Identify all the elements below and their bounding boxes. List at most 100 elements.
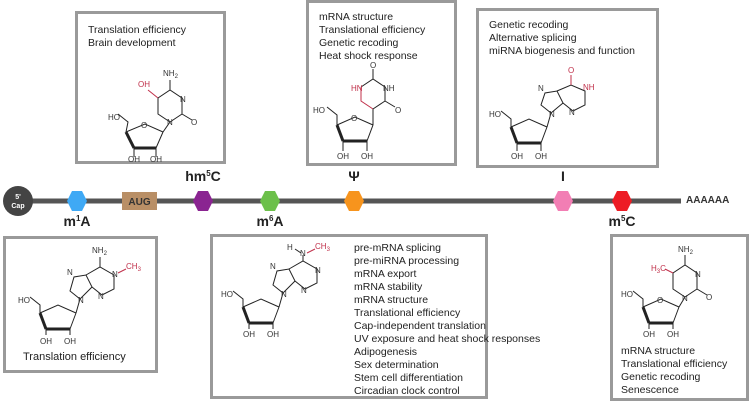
svg-text:OH: OH	[150, 155, 162, 164]
function-item: Circadian clock control	[354, 385, 460, 397]
svg-text:NH2: NH2	[678, 245, 694, 256]
hexagon-inosine	[553, 191, 573, 211]
hexagon-m1A	[67, 191, 87, 211]
svg-text:OH: OH	[643, 330, 655, 339]
start-codon-aug: AUG	[122, 192, 157, 210]
svg-text:OH: OH	[667, 330, 679, 339]
svg-text:N: N	[538, 84, 544, 93]
function-list: Genetic recoding Alternative splicing mi…	[489, 19, 635, 58]
svg-text:N: N	[682, 294, 688, 303]
function-item: UV exposure and heat shock responses	[354, 333, 541, 345]
function-item: Translation efficiency	[88, 24, 187, 36]
svg-text:NH: NH	[383, 84, 395, 93]
svg-text:N: N	[569, 108, 575, 117]
function-list: pre-mRNA splicing pre-miRNA processing m…	[354, 242, 540, 398]
svg-text:NH2: NH2	[92, 246, 108, 257]
svg-text:N: N	[78, 296, 84, 305]
function-list: Translation efficiency Brain development	[88, 24, 186, 50]
psi-structure: HO O OH OH HN NH O O	[313, 61, 401, 161]
svg-text:N: N	[112, 270, 118, 279]
svg-text:O: O	[706, 293, 712, 302]
info-box-m1A: HO OH OH N N N N NH2 CH3 Translation eff…	[3, 236, 158, 373]
svg-text:N: N	[301, 286, 307, 295]
m5C-structure: HO O OH OH N N O NH2 H3C	[621, 245, 712, 339]
function-item: mRNA export	[354, 268, 417, 280]
label-psi: Ψ	[348, 168, 360, 184]
function-item: Translation efficiency	[23, 351, 126, 363]
info-box-m5C: HO O OH OH N N O NH2 H3C mRNA structure …	[610, 234, 749, 401]
svg-text:OH: OH	[40, 337, 52, 346]
svg-text:O: O	[141, 121, 147, 130]
hexagon-m5C	[612, 191, 632, 211]
hexagon-hm5C	[193, 191, 213, 211]
svg-text:HO: HO	[108, 113, 120, 122]
info-box-hm5C: Translation efficiency Brain development…	[75, 11, 226, 164]
cap-label-line2: Cap	[11, 203, 24, 210]
function-item: Stem cell differentiation	[354, 372, 463, 384]
info-box-m6A: HO OH OH N N N N N H CH3 pre-mRNA splici…	[210, 234, 540, 399]
svg-text:OH: OH	[361, 152, 373, 161]
svg-text:OH: OH	[511, 152, 523, 161]
svg-text:N: N	[281, 290, 287, 299]
function-item: Translational efficiency	[621, 358, 728, 370]
svg-text:CH3: CH3	[126, 262, 142, 273]
function-item: mRNA stability	[354, 281, 423, 293]
svg-text:OH: OH	[64, 337, 76, 346]
svg-text:N: N	[98, 292, 104, 301]
function-list: mRNA structure Translational efficiency …	[621, 345, 727, 397]
cap-label-line1: 5'	[15, 194, 21, 201]
label-m1A: m1A	[63, 213, 91, 229]
function-item: pre-miRNA processing	[354, 255, 460, 267]
function-item: mRNA structure	[621, 345, 696, 357]
svg-text:HO: HO	[221, 290, 233, 299]
function-item: Translational efficiency	[354, 307, 461, 319]
info-box-inosine: Genetic recoding Alternative splicing mi…	[476, 8, 659, 168]
aug-label: AUG	[128, 197, 150, 208]
m1A-structure: HO OH OH N N N N NH2 CH3	[18, 246, 142, 346]
svg-text:OH: OH	[243, 330, 255, 339]
svg-text:HN: HN	[351, 84, 363, 93]
svg-text:O: O	[568, 66, 574, 75]
svg-text:CH3: CH3	[315, 242, 331, 253]
svg-text:O: O	[370, 61, 376, 70]
svg-text:O: O	[395, 106, 401, 115]
function-item: pre-mRNA splicing	[354, 242, 441, 254]
svg-text:NH2: NH2	[163, 69, 179, 80]
function-item: Genetic recoding	[489, 19, 569, 31]
function-item: mRNA structure	[354, 294, 429, 306]
svg-text:N: N	[270, 262, 276, 271]
svg-text:N: N	[180, 95, 186, 104]
function-item: Cap-independent translation	[354, 320, 486, 332]
function-item: miRNA biogenesis and function	[489, 45, 635, 57]
label-m5C: m5C	[608, 213, 636, 229]
svg-text:OH: OH	[138, 80, 150, 89]
svg-text:N: N	[300, 249, 306, 258]
svg-text:HO: HO	[313, 106, 325, 115]
function-item: Heat shock response	[319, 50, 418, 62]
svg-text:N: N	[549, 110, 555, 119]
function-item: Adipogenesis	[354, 346, 418, 358]
svg-text:HO: HO	[18, 296, 30, 305]
five-prime-cap: 5' Cap	[3, 186, 33, 216]
function-item: Sex determination	[354, 359, 439, 371]
svg-text:H3C: H3C	[651, 264, 666, 275]
svg-text:OH: OH	[337, 152, 349, 161]
hexagon-m6A	[260, 191, 280, 211]
function-list: mRNA structure Translational efficiency …	[319, 11, 425, 63]
svg-text:N: N	[67, 268, 73, 277]
label-inosine: I	[561, 168, 565, 184]
function-item: Brain development	[88, 37, 176, 49]
svg-text:N: N	[315, 266, 321, 275]
svg-text:H: H	[287, 243, 293, 252]
m6A-structure: HO OH OH N N N N N H CH3	[221, 242, 331, 339]
svg-text:OH: OH	[535, 152, 547, 161]
svg-text:O: O	[191, 118, 197, 127]
poly-a-tail: AAAAAA	[686, 195, 730, 206]
hm5C-structure: HO O OH OH N N O NH2 OH	[108, 69, 197, 164]
label-hm5C: hm5C	[185, 168, 221, 184]
svg-text:HO: HO	[489, 110, 501, 119]
svg-text:OH: OH	[267, 330, 279, 339]
svg-text:NH: NH	[583, 83, 595, 92]
info-box-psi: mRNA structure Translational efficiency …	[306, 0, 457, 166]
